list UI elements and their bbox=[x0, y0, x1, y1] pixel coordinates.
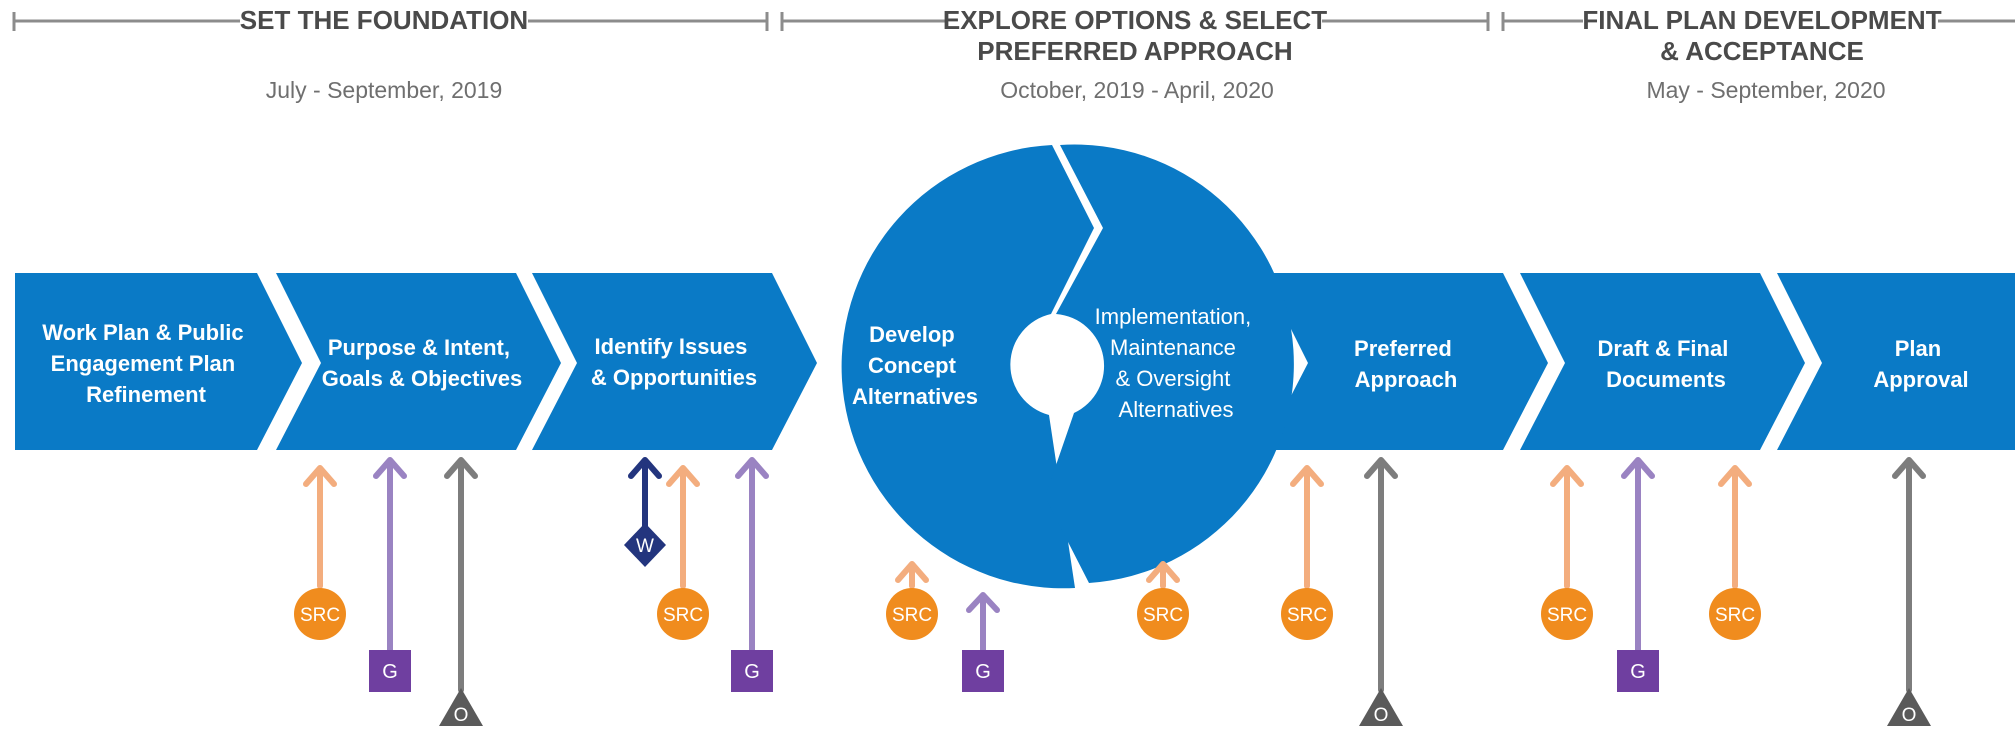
step-label-line: Approval bbox=[1873, 367, 1968, 392]
src-badge: SRC bbox=[1541, 588, 1593, 640]
step-label-line: & Opportunities bbox=[591, 365, 757, 390]
g-badge-label: G bbox=[1630, 661, 1646, 683]
step-shape-6 bbox=[1263, 273, 1548, 450]
phase-2-title-line2: PREFERRED APPROACH bbox=[977, 36, 1292, 66]
g-badge: G bbox=[1617, 650, 1659, 692]
step-label-5: Implementation, Maintenance & Oversight … bbox=[1095, 304, 1258, 422]
step-label-line: Plan bbox=[1895, 336, 1941, 361]
step-label-7: Draft & Final Documents bbox=[1598, 336, 1735, 392]
src-badge: SRC bbox=[657, 588, 709, 640]
cycle-left-half bbox=[841, 145, 1094, 589]
src-badge: SRC bbox=[886, 588, 938, 640]
src-arrow bbox=[895, 561, 929, 589]
phase-1-title: SET THE FOUNDATION bbox=[240, 5, 528, 35]
src-badge: SRC bbox=[1281, 588, 1333, 640]
step-label-line: Engagement Plan bbox=[51, 351, 236, 376]
cycle-right-half bbox=[1045, 144, 1294, 583]
step-shape-8 bbox=[1777, 273, 2015, 450]
step-label-line: & Oversight bbox=[1115, 366, 1230, 391]
step-label-8: Plan Approval bbox=[1873, 336, 1968, 392]
step-label-line: Purpose & Intent, bbox=[328, 335, 510, 360]
src-arrow bbox=[1718, 465, 1752, 589]
phase-3-title-line2: & ACCEPTANCE bbox=[1660, 36, 1864, 66]
g-badge-label: G bbox=[382, 661, 398, 683]
g-arrow bbox=[1621, 457, 1655, 656]
src-arrow bbox=[1146, 561, 1180, 589]
phase-3-title: FINAL PLAN DEVELOPMENT bbox=[1582, 5, 1941, 35]
w-badge-label: W bbox=[636, 536, 654, 557]
src-badge-label: SRC bbox=[1715, 605, 1755, 626]
src-badge-label: SRC bbox=[892, 605, 932, 626]
w-badge: W bbox=[624, 523, 666, 567]
w-arrow bbox=[628, 457, 662, 529]
src-arrow bbox=[1290, 465, 1324, 589]
step-label-line: Goals & Objectives bbox=[322, 366, 523, 391]
step-label-line: Alternatives bbox=[852, 384, 978, 409]
step-label-line: Implementation, bbox=[1095, 304, 1252, 329]
src-badge-label: SRC bbox=[1143, 605, 1183, 626]
g-arrow bbox=[373, 457, 407, 656]
g-badge: G bbox=[731, 650, 773, 692]
g-badge-label: G bbox=[744, 661, 760, 683]
step-label-line: Draft & Final bbox=[1598, 336, 1729, 361]
step-label-line: Develop bbox=[869, 322, 955, 347]
o-badge: O bbox=[439, 688, 483, 726]
o-badge-label: O bbox=[1902, 705, 1917, 726]
g-badge-label: G bbox=[975, 661, 991, 683]
src-badge-label: SRC bbox=[1547, 605, 1587, 626]
step-label-6: Preferred Approach bbox=[1354, 336, 1458, 392]
timeline bbox=[12, 12, 2015, 31]
step-label-line: Documents bbox=[1606, 367, 1726, 392]
src-badge-label: SRC bbox=[663, 605, 703, 626]
step-label-line: Work Plan & Public bbox=[42, 320, 243, 345]
src-arrow bbox=[666, 465, 700, 589]
engagement-arrows bbox=[303, 457, 1926, 693]
alternatives-cycle bbox=[841, 144, 1294, 589]
step-label-line: Concept bbox=[868, 353, 957, 378]
o-arrow bbox=[444, 457, 478, 693]
o-arrow bbox=[1364, 457, 1398, 693]
step-shape-2 bbox=[276, 273, 561, 450]
src-badge: SRC bbox=[1137, 588, 1189, 640]
step-shape-3 bbox=[532, 273, 817, 450]
step-label-line: Alternatives bbox=[1119, 397, 1234, 422]
g-badge: G bbox=[369, 650, 411, 692]
o-badge: O bbox=[1359, 688, 1403, 726]
badges: SRC SRC SRC SRC SRC SRC SRC G G G G O O … bbox=[294, 523, 1931, 726]
o-badge: O bbox=[1887, 688, 1931, 726]
phase-2-dates: October, 2019 - April, 2020 bbox=[1000, 77, 1274, 103]
step-label-line: Approach bbox=[1355, 367, 1458, 392]
src-badge: SRC bbox=[1709, 588, 1761, 640]
step-shape-1 bbox=[15, 273, 302, 450]
step-label-line: Refinement bbox=[86, 382, 206, 407]
step-label-line: Identify Issues bbox=[595, 334, 748, 359]
o-arrow bbox=[1892, 457, 1926, 693]
g-arrow bbox=[966, 592, 1000, 656]
src-arrow bbox=[303, 465, 337, 589]
o-badge-label: O bbox=[1374, 705, 1389, 726]
step-label-line: Preferred bbox=[1354, 336, 1452, 361]
step-labels: Work Plan & Public Engagement Plan Refin… bbox=[42, 304, 1968, 422]
step-label-4: Develop Concept Alternatives bbox=[852, 322, 978, 409]
src-arrow bbox=[1550, 465, 1584, 589]
src-badge: SRC bbox=[294, 588, 346, 640]
step-label-line: Maintenance bbox=[1110, 335, 1236, 360]
process-steps bbox=[15, 273, 2015, 450]
phase-2-title: EXPLORE OPTIONS & SELECT bbox=[943, 5, 1327, 35]
g-badge: G bbox=[962, 650, 1004, 692]
step-shape-7 bbox=[1520, 273, 1805, 450]
step-label-2: Purpose & Intent, Goals & Objectives bbox=[322, 335, 523, 391]
src-badge-label: SRC bbox=[300, 605, 340, 626]
step-label-1: Work Plan & Public Engagement Plan Refin… bbox=[42, 320, 249, 407]
src-badge-label: SRC bbox=[1287, 605, 1327, 626]
o-badge-label: O bbox=[454, 705, 469, 726]
g-arrow bbox=[735, 457, 769, 656]
phase-3-dates: May - September, 2020 bbox=[1646, 77, 1885, 103]
phase-1-dates: July - September, 2019 bbox=[266, 77, 503, 103]
step-label-3: Identify Issues & Opportunities bbox=[591, 334, 757, 390]
